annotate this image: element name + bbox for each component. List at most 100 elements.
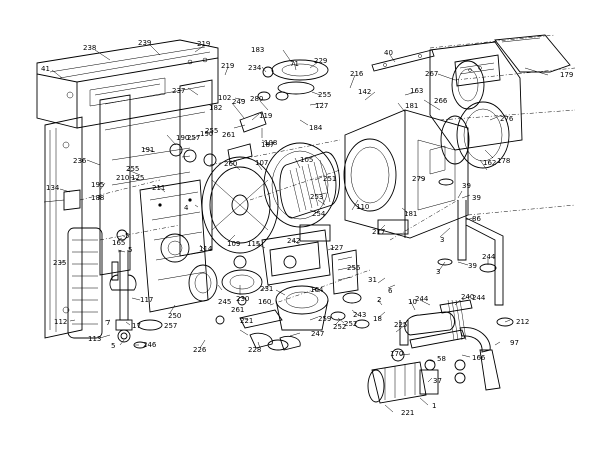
part-label: 212 — [516, 318, 529, 326]
flex-hose — [447, 299, 467, 341]
part-label: 164 — [310, 286, 324, 294]
gas-valve — [261, 224, 331, 286]
part-label: 191 — [141, 146, 154, 154]
part-label: 3 — [436, 268, 440, 276]
part-label: 125 — [131, 174, 144, 182]
part-label: 257 — [164, 322, 177, 330]
part-label: 242 — [287, 237, 300, 245]
part-label: 236 — [73, 157, 87, 165]
part-label: 249 — [232, 98, 245, 106]
part-label: 250 — [168, 312, 181, 320]
part-label: 280 — [250, 95, 263, 103]
part-label: 187 — [261, 141, 274, 149]
part-label: 31 — [368, 276, 377, 284]
part-label: 58 — [437, 355, 446, 363]
part-label: 165 — [112, 239, 125, 247]
part-label: 119 — [259, 112, 272, 120]
part-label: 178 — [497, 157, 510, 165]
dashed-projection-right — [429, 34, 576, 216]
combustion-chamber — [343, 109, 469, 239]
frame-bracket-top — [36, 39, 219, 129]
part-label: 267 — [425, 70, 438, 78]
orifice-plate — [188, 264, 218, 302]
part-label: 40 — [384, 49, 393, 57]
part-label: 86 — [472, 215, 481, 223]
part-label: 210 — [116, 174, 129, 182]
part-label: 211 — [152, 184, 165, 192]
part-label: 229 — [314, 57, 327, 65]
part-label: 260 — [224, 160, 237, 168]
part-label: 226 — [193, 346, 207, 354]
flue-bracket — [371, 49, 435, 72]
part-label: 266 — [434, 97, 448, 105]
part-label: 181 — [405, 102, 418, 110]
part-label: 166 — [472, 354, 486, 362]
part-label: 97 — [510, 339, 519, 347]
part-label: 181 — [404, 210, 417, 218]
part-label: 240 — [461, 293, 474, 301]
part-label: 7 — [106, 319, 110, 327]
part-label: 162 — [483, 159, 496, 167]
part-label: 112 — [54, 318, 67, 326]
part-label: 255 — [126, 165, 139, 173]
burner-tube — [279, 151, 340, 219]
part-label: 37 — [433, 377, 442, 385]
part-label: 110 — [356, 203, 369, 211]
leader-lines — [51, 44, 549, 413]
part-label: 117 — [140, 296, 153, 304]
part-label: 219 — [197, 40, 210, 48]
part-label: 244 — [482, 253, 496, 261]
part-label: 247 — [311, 330, 324, 338]
part-label: 190 — [200, 130, 213, 138]
part-label: 4 — [184, 204, 189, 212]
part-label: 235 — [53, 259, 66, 267]
part-label: 113 — [88, 335, 101, 343]
manifold-center — [139, 179, 209, 313]
part-label: 245 — [218, 298, 231, 306]
part-label: 5 — [125, 232, 129, 240]
part-label: 3 — [440, 236, 444, 244]
part-label: 261 — [231, 306, 244, 314]
part-label: 39 — [468, 262, 477, 270]
part-label: 107 — [255, 159, 268, 167]
part-label: 17 — [132, 322, 141, 330]
pump — [367, 361, 439, 404]
part-label: 127 — [315, 102, 328, 110]
part-label: 234 — [248, 64, 262, 72]
burner-ring — [249, 142, 341, 228]
part-label: 276 — [500, 115, 514, 123]
part-label: 134 — [46, 184, 60, 192]
part-label: 71 — [290, 60, 299, 68]
part-label: 163 — [410, 87, 423, 95]
part-label: 238 — [83, 44, 96, 52]
part-label: 142 — [358, 88, 371, 96]
part-label: 256 — [347, 264, 361, 272]
part-label: 18 — [373, 315, 382, 323]
part-label: 5 — [111, 342, 115, 350]
part-label: 255 — [205, 127, 218, 135]
part-label: 115 — [247, 240, 260, 248]
part-label: 127 — [330, 244, 343, 252]
part-label: 39 — [462, 182, 471, 190]
part-label: 257 — [187, 134, 200, 142]
part-label: 243 — [353, 311, 366, 319]
part-label: 39 — [472, 194, 481, 202]
part-label: 105 — [300, 156, 313, 164]
flue-collar — [440, 101, 510, 169]
part-label: 244 — [472, 294, 486, 302]
part-label: 230 — [236, 295, 249, 303]
part-label: 228 — [248, 346, 261, 354]
heat-exchanger-left — [67, 227, 103, 339]
part-label: 195 — [91, 181, 104, 189]
part-label: 254 — [312, 210, 326, 218]
part-label: 279 — [412, 175, 425, 183]
part-label: 160 — [258, 298, 271, 306]
part-label: 5 — [128, 246, 132, 254]
part-label: 239 — [138, 39, 151, 47]
frame-post-left — [44, 116, 83, 339]
part-label: 259 — [318, 315, 331, 323]
part-label: 190 — [176, 134, 189, 142]
part-label: 255 — [318, 91, 331, 99]
part-label: 252 — [344, 320, 357, 328]
flue-cap — [494, 34, 571, 73]
